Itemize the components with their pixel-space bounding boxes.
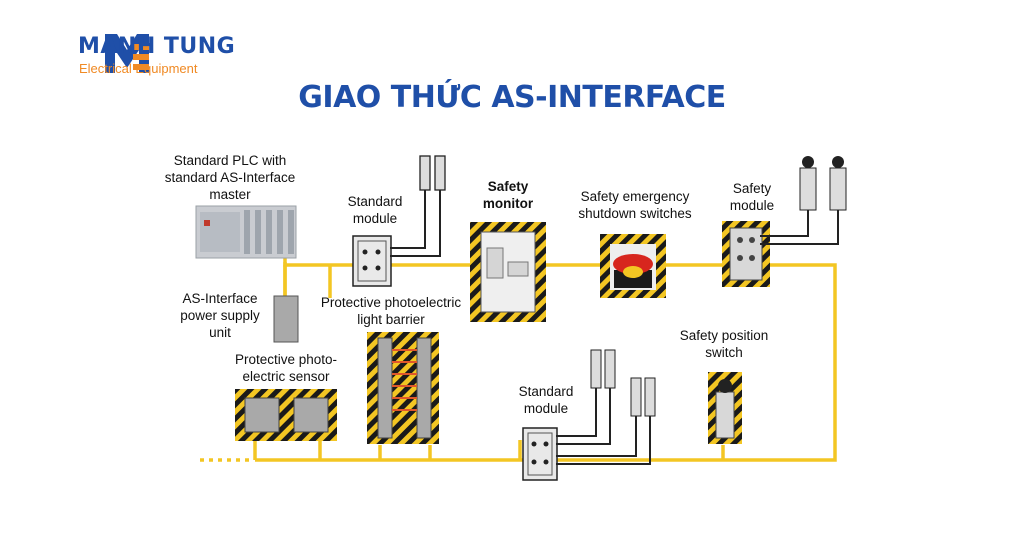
power-supply-unit — [273, 295, 299, 343]
label-barrier-line2: light barrier — [357, 312, 425, 327]
label-std-top-line1: Standard — [347, 194, 403, 209]
label-safety-module: Safety module — [712, 180, 792, 214]
label-sensor-line1: Protective photo- — [234, 352, 338, 367]
label-plc-line3: master — [209, 187, 251, 202]
label-std-top-line2: module — [352, 211, 398, 226]
label-monitor-line2: monitor — [482, 196, 534, 211]
safety-module — [722, 156, 847, 287]
label-power-line3: unit — [209, 325, 231, 340]
photoelectric-light-barrier — [367, 332, 439, 444]
label-safety-monitor: Safety monitor — [470, 178, 546, 212]
label-sensor-line2: electric sensor — [242, 369, 330, 384]
label-position-switch: Safety position switch — [662, 327, 786, 361]
photoelectric-sensor — [235, 389, 337, 441]
label-emergency-switches: Safety emergency shutdown switches — [560, 188, 710, 222]
label-position-line2: switch — [705, 345, 743, 360]
brand-name: MANH TUNG — [78, 34, 236, 59]
label-std-bottom-line1: Standard — [518, 384, 574, 399]
label-emergency-line2: shutdown switches — [578, 206, 692, 221]
brand-subtitle: Electrical Equipment — [79, 61, 198, 76]
label-standard-module-bottom: Standard module — [506, 383, 586, 417]
safety-monitor — [470, 222, 546, 322]
emergency-switch — [600, 234, 666, 298]
label-standard-module-top: Standard module — [335, 193, 415, 227]
label-light-barrier: Protective photoelectric light barrier — [306, 294, 476, 328]
standard-module-top — [352, 155, 446, 287]
label-plc-line2: standard AS-Interface — [164, 170, 296, 185]
label-barrier-line1: Protective photoelectric — [320, 295, 462, 310]
label-plc-line1: Standard PLC with — [173, 153, 287, 168]
label-std-bottom-line2: module — [523, 401, 569, 416]
label-power-line2: power supply — [180, 308, 260, 323]
safety-position-switch — [708, 372, 742, 444]
label-power-line1: AS-Interface — [182, 291, 258, 306]
label-safety-module-line1: Safety — [732, 181, 772, 196]
label-position-line1: Safety position — [679, 328, 769, 343]
label-plc: Standard PLC with standard AS-Interface … — [150, 152, 310, 203]
brand-logo-icon — [105, 34, 149, 73]
standard-module-bottom — [522, 349, 656, 481]
plc-device — [195, 205, 297, 259]
page-title: GIAO THỨC AS-INTERFACE — [298, 80, 726, 115]
label-photoelectric-sensor: Protective photo- electric sensor — [226, 351, 346, 385]
label-power-supply: AS-Interface power supply unit — [168, 290, 272, 341]
label-safety-module-line2: module — [729, 198, 775, 213]
label-monitor-line1: Safety — [487, 179, 529, 194]
label-emergency-line1: Safety emergency — [580, 189, 690, 204]
